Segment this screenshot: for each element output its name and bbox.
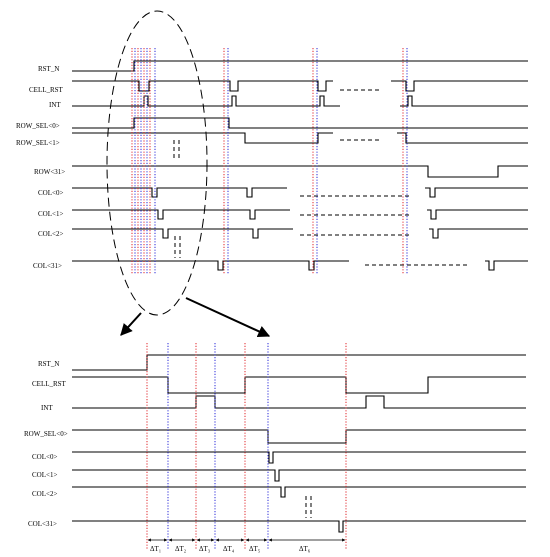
waveform-row-sel-1 [72,132,528,144]
interval-label-dt3: ΔT₃ [199,545,211,553]
continuation-dashes [173,89,470,266]
zoom-waveform-col-2 [72,486,526,498]
top-timing-panel: RST_N CELL_RST INT ROW_SEL<0> ROW_SEL<1>… [16,48,528,274]
waveform-col-2 [72,228,528,239]
label-row-sel-1: ROW_SEL<1> [16,139,60,147]
top-time-markers [131,48,408,274]
zoom-label-rst-n: RST_N [38,360,59,368]
label-col-0: COL<0> [38,189,63,197]
interval-labels: ΔT₁ ΔT₂ ΔT₃ ΔT₄ ΔT₅ ΔT₆ [150,545,311,553]
zoom-continuation-dashes [305,496,312,518]
interval-label-dt5: ΔT₅ [249,545,261,553]
zoom-waveform-rst-n [72,354,526,371]
interval-label-dt6: ΔT₆ [299,545,311,553]
interval-label-dt2: ΔT₂ [175,545,187,553]
waveform-int [72,95,528,107]
label-rst-n: RST_N [38,65,59,73]
label-int: INT [49,101,61,109]
label-col-2: COL<2> [38,230,63,238]
zoom-waveform-col-31 [72,520,526,533]
zoom-timing-panel: RST_N CELL_RST INT ROW_SEL<0> COL<0> COL… [24,343,526,553]
waveform-col-0 [72,187,528,198]
waveform-row-sel-0 [72,117,528,129]
interval-label-dt4: ΔT₄ [223,545,235,553]
waveform-row-31 [72,165,528,178]
label-row-31: ROW<31> [34,168,65,176]
zoom-label-row-sel-0: ROW_SEL<0> [24,430,68,438]
zoom-label-col-2: COL<2> [32,490,57,498]
zoom-label-col-0: COL<0> [32,453,57,461]
zoom-region-ellipse [106,10,208,316]
waveform-rst-n [72,60,528,72]
zoom-arrow-left [120,312,142,336]
label-col-1: COL<1> [38,210,63,218]
label-col-31: COL<31> [33,262,62,270]
zoom-waveform-col-1 [72,469,526,482]
waveform-col-1 [72,209,528,220]
zoom-label-cell-rst: CELL_RST [32,380,67,388]
waveform-col-31 [72,260,528,271]
zoom-arrow-right [185,297,271,337]
zoom-label-col-1: COL<1> [32,471,57,479]
label-row-sel-0: ROW_SEL<0> [16,122,60,130]
zoom-waveform-row-sel-0 [72,429,526,444]
interval-label-dt1: ΔT₁ [150,545,161,553]
zoom-time-markers [146,343,347,550]
zoom-label-int: INT [41,404,53,412]
zoom-waveform-col-0 [72,451,526,464]
zoom-label-col-31: COL<31> [28,520,57,528]
waveform-cell-rst [72,80,528,92]
label-cell-rst: CELL_RST [29,86,64,94]
zoom-waveform-cell-rst [72,376,526,394]
zoom-waveform-int [72,395,526,409]
